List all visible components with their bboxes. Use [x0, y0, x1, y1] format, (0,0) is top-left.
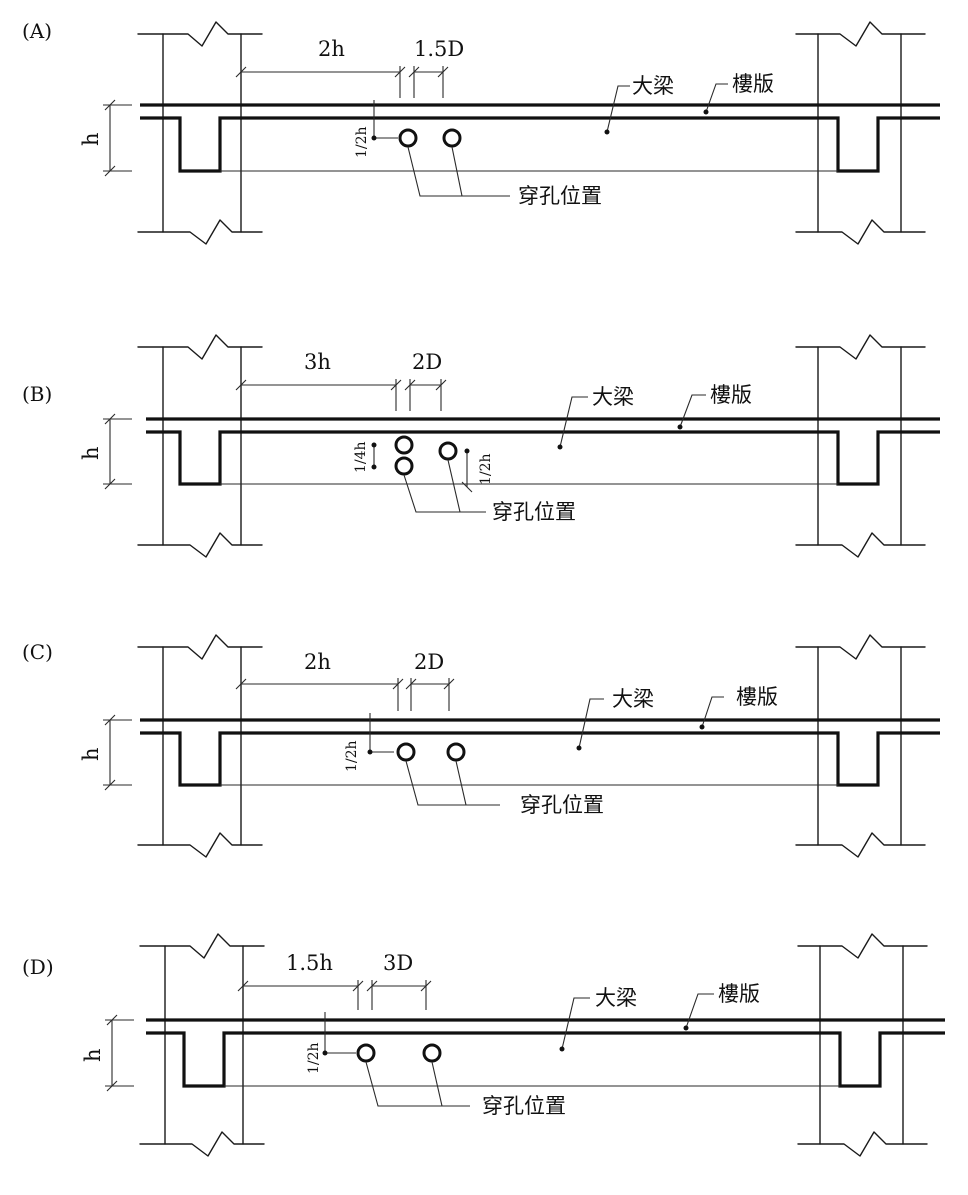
right-column — [795, 634, 926, 858]
panel-label: (B) — [22, 382, 52, 406]
slab-label: 樓版 — [736, 685, 778, 709]
hole-callout: 穿孔位置 — [405, 760, 604, 817]
distance-dimension: 1.5h — [237, 951, 364, 1010]
h-label: h — [79, 132, 103, 146]
beam-label: 大梁 — [595, 986, 637, 1010]
panel-b: (B) h 3h 2D — [22, 334, 940, 558]
panel-d: (D) h 1.5h 3D — [22, 933, 945, 1157]
h-dimension: h — [79, 714, 132, 791]
panel-label: (A) — [22, 19, 52, 43]
distance-dimension: 3h — [235, 350, 402, 411]
distance-label: 1.5h — [286, 951, 333, 975]
hole — [398, 128, 418, 148]
left-column — [137, 334, 263, 558]
depth-dimension: 1/4h — [353, 441, 377, 473]
hole — [422, 1043, 442, 1063]
distance-label: 2h — [304, 650, 331, 674]
depth-dimension: 1/2h — [354, 100, 398, 158]
beam-callout: 大梁 — [604, 74, 674, 135]
beam-callout: 大梁 — [557, 385, 634, 450]
h-dimension: h — [79, 99, 132, 177]
depth-label: 1/2h — [344, 740, 360, 772]
hole-label: 穿孔位置 — [520, 793, 604, 817]
right-column — [795, 334, 926, 558]
hole — [394, 456, 414, 476]
distance-label: 2h — [318, 37, 345, 61]
slab-callout: 樓版 — [683, 982, 760, 1031]
right-column — [795, 21, 926, 245]
hole-label: 穿孔位置 — [492, 500, 576, 524]
hole — [446, 742, 466, 762]
slab-label: 樓版 — [710, 383, 752, 407]
spacing-dimension: 3D — [366, 951, 432, 1010]
spacing-dimension: 2D — [404, 350, 447, 411]
beam-top-line — [146, 1031, 945, 1088]
spacing-dimension: 2D — [405, 650, 455, 711]
distance-dimension: 2h — [235, 37, 406, 98]
slab-label: 樓版 — [732, 72, 774, 96]
panel-label: (D) — [22, 955, 54, 979]
spacing-label: 2D — [414, 650, 444, 674]
hole-callout: 穿孔位置 — [365, 1061, 566, 1118]
depth-label: 1/2h — [306, 1042, 322, 1074]
beam-label: 大梁 — [592, 385, 634, 409]
beam-label: 大梁 — [632, 74, 674, 98]
right-column — [797, 933, 928, 1157]
h-dimension: h — [79, 413, 132, 490]
h-label: h — [79, 747, 103, 761]
spacing-label: 3D — [383, 951, 413, 975]
beam-top-line — [146, 430, 940, 486]
left-column — [139, 933, 265, 1157]
left-column — [137, 21, 263, 245]
hole-label: 穿孔位置 — [518, 184, 602, 208]
hole-label: 穿孔位置 — [482, 1094, 566, 1118]
slab-callout: 樓版 — [703, 72, 774, 115]
slab-callout: 樓版 — [677, 383, 752, 430]
spacing-label: 2D — [412, 350, 442, 374]
slab-label: 樓版 — [718, 982, 760, 1006]
depth2-label: 1/2h — [478, 453, 494, 485]
depth-dimension: 1/2h — [344, 713, 394, 772]
panel-a: (A) h 2h — [22, 19, 940, 245]
depth-dimension: 1/2h — [306, 1012, 356, 1074]
spacing-label: 1.5D — [414, 37, 464, 61]
h-label: h — [81, 1048, 105, 1062]
hole-callout: 穿孔位置 — [403, 459, 576, 524]
depth-label: 1/4h — [353, 441, 369, 473]
beam-callout: 大梁 — [576, 687, 654, 751]
distance-label: 3h — [304, 350, 331, 374]
hole — [438, 441, 458, 461]
h-dimension: h — [81, 1014, 134, 1092]
hole — [396, 742, 416, 762]
depth-dimension-right: 1/2h — [461, 448, 494, 493]
slab-callout: 樓版 — [699, 685, 778, 730]
hole — [394, 435, 414, 455]
beam-callout: 大梁 — [559, 986, 637, 1052]
beam-top-line — [140, 731, 940, 787]
left-column — [137, 634, 263, 858]
distance-dimension: 2h — [235, 650, 404, 711]
h-label: h — [79, 446, 103, 460]
hole — [442, 128, 462, 148]
panel-c: (C) h 2h 2D — [22, 634, 940, 858]
depth-label: 1/2h — [354, 126, 370, 158]
hole-callout: 穿孔位置 — [407, 146, 602, 208]
beam-top-line — [140, 116, 940, 173]
panel-label: (C) — [22, 640, 53, 664]
hole — [356, 1043, 376, 1063]
beam-label: 大梁 — [612, 687, 654, 711]
spacing-dimension: 1.5D — [408, 37, 464, 98]
